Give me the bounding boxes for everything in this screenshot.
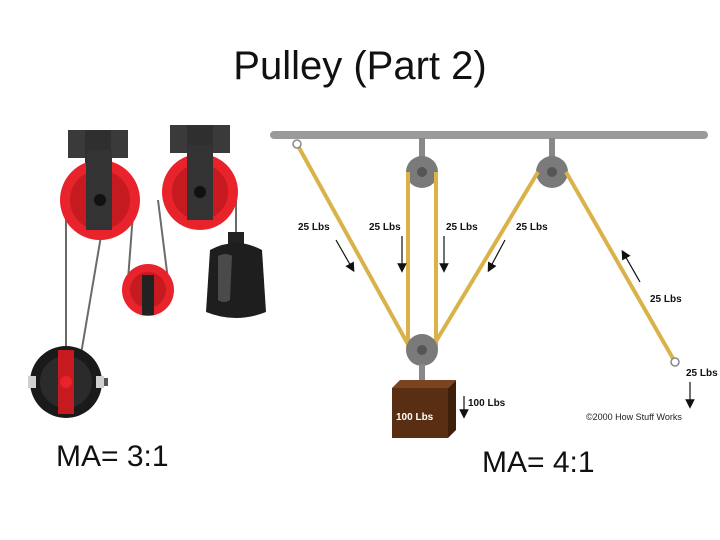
black-weight <box>206 232 266 318</box>
rope-anchor <box>292 139 302 149</box>
force-arrows <box>335 236 695 419</box>
ma-left-label: MA= 3:1 <box>56 440 169 473</box>
tension-label-6: 25 Lbs <box>686 368 718 379</box>
tension-label-1: 25 Lbs <box>298 222 330 233</box>
right-ropes <box>295 143 677 363</box>
black-wheel <box>28 346 108 418</box>
right-red-pulley <box>162 145 238 230</box>
ma-right-label: MA= 4:1 <box>482 446 595 479</box>
load-box <box>392 380 456 438</box>
tension-label-5: 25 Lbs <box>650 294 682 305</box>
small-red-pulley <box>122 264 174 316</box>
rope-end <box>670 357 680 367</box>
tension-label-3: 25 Lbs <box>446 222 478 233</box>
tension-label-2: 25 Lbs <box>369 222 401 233</box>
top-pulley-1 <box>406 138 438 188</box>
load-force-label: 100 Lbs <box>468 398 506 409</box>
slide-title: Pulley (Part 2) <box>233 44 487 88</box>
top-pulley-2 <box>536 138 568 188</box>
tension-label-4: 25 Lbs <box>516 222 548 233</box>
lower-pulley <box>406 334 438 384</box>
left-red-pulley <box>60 150 140 240</box>
copyright-text: ©2000 How Stuff Works <box>586 412 682 422</box>
load-box-label: 100 Lbs <box>396 412 434 423</box>
ceiling-bar <box>270 131 708 139</box>
